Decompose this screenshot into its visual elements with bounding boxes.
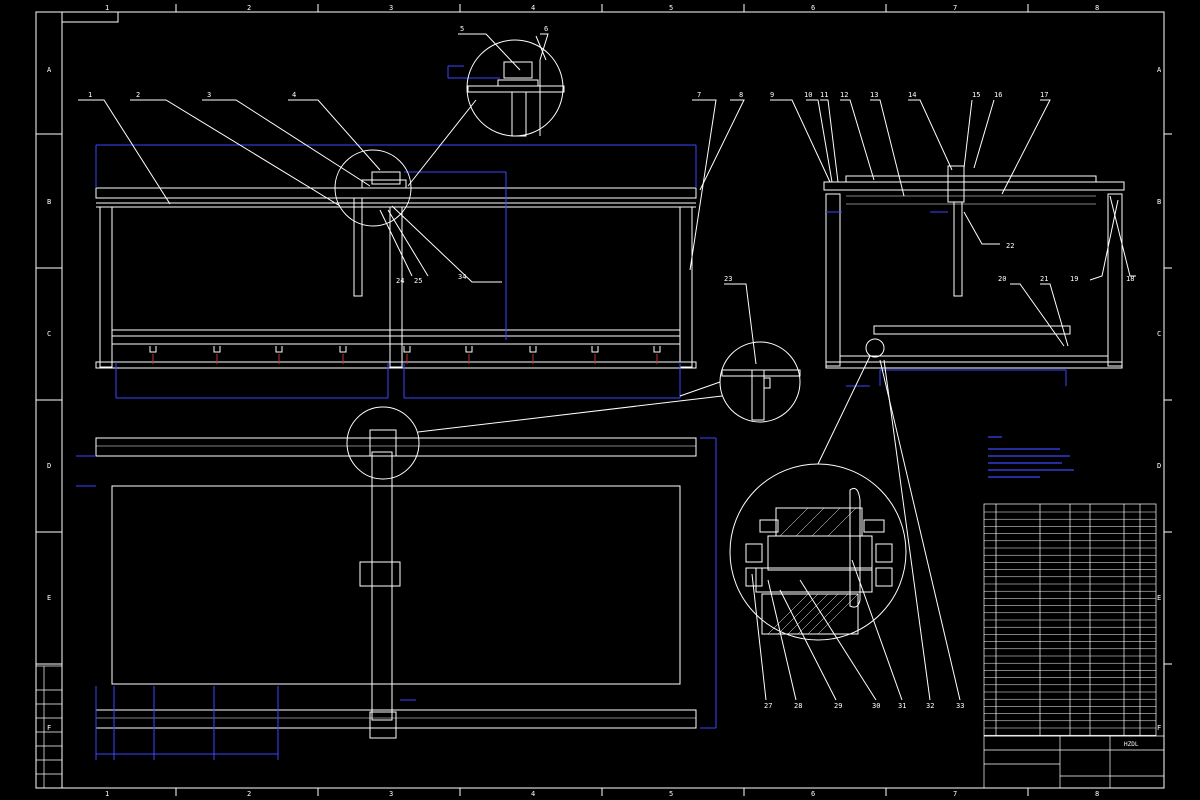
callout-24: 24 [396, 277, 404, 285]
callout-30: 30 [872, 702, 880, 710]
title-block-stamp: HZDL [1124, 741, 1139, 748]
top-zone-6: 6 [811, 4, 815, 12]
technical-notes [988, 436, 1074, 478]
front-view-feet-red [152, 354, 658, 364]
top-zone-5: 5 [669, 4, 673, 12]
front-view-feet [149, 346, 661, 353]
bottom-zone-4: 4 [531, 790, 535, 798]
callout-15: 15 [972, 91, 980, 99]
detail-circle-front [334, 149, 412, 227]
side-view-leaders [770, 99, 1136, 347]
callout-11: 11 [820, 91, 828, 99]
callout-13: 13 [870, 91, 878, 99]
detail-circle-mid [719, 341, 801, 423]
callout-28: 28 [794, 702, 802, 710]
bottom-zone-8: 8 [1095, 790, 1099, 798]
detail-mid-leader [679, 283, 757, 397]
callout-9: 9 [770, 91, 774, 99]
callout-29: 29 [834, 702, 842, 710]
side-zone-d: D [47, 462, 51, 470]
plan-view-detail-leader [417, 395, 723, 433]
callout-22: 22 [1006, 242, 1014, 250]
side-zone-d-right: D [1157, 462, 1161, 470]
front-view-dimensions [95, 65, 697, 399]
top-zone-3: 3 [389, 4, 393, 12]
callout-2: 2 [136, 91, 140, 99]
zone-ticks [36, 4, 1172, 796]
detail-large-leaders [751, 355, 961, 701]
callout-18: 18 [1126, 275, 1134, 283]
callout-12: 12 [840, 91, 848, 99]
callout-14: 14 [908, 91, 916, 99]
bottom-zone-1: 1 [105, 790, 109, 798]
bottom-zone-6: 6 [811, 790, 815, 798]
callout-3: 3 [207, 91, 211, 99]
callout-5: 5 [460, 25, 464, 33]
plan-view [95, 406, 697, 739]
side-zone-f-right: F [1157, 724, 1161, 732]
callout-31: 31 [898, 702, 906, 710]
bottom-zone-2: 2 [247, 790, 251, 798]
front-view [95, 171, 697, 369]
side-zone-b: B [47, 198, 51, 206]
drawing-frame [35, 11, 1165, 789]
side-view-dimensions [826, 211, 1067, 387]
front-view-callouts: 1 2 3 4 5 6 7 8 24 25 34 [88, 25, 743, 285]
callout-27: 27 [764, 702, 772, 710]
bom-rows [984, 511, 1156, 736]
side-zone-c: C [47, 330, 51, 338]
front-view-leaders [78, 33, 745, 283]
revision-block [35, 665, 63, 789]
side-view [823, 165, 1125, 369]
side-zone-a-right: A [1157, 66, 1162, 74]
callout-16: 16 [994, 91, 1002, 99]
detail-circle-top [466, 35, 565, 137]
side-view-callouts: 9 10 11 12 13 14 15 16 17 18 19 20 21 22 [770, 91, 1134, 283]
top-zone-8: 8 [1095, 4, 1099, 12]
bottom-zone-7: 7 [953, 790, 957, 798]
title-stamp: HZDL [1124, 741, 1139, 748]
top-zone-4: 4 [531, 4, 535, 12]
side-zone-a: A [47, 66, 52, 74]
callout-33: 33 [956, 702, 964, 710]
callout-25: 25 [414, 277, 422, 285]
bottom-zone-3: 3 [389, 790, 393, 798]
plan-view-dimensions [76, 437, 717, 760]
bottom-zone-5: 5 [669, 790, 673, 798]
callout-8: 8 [739, 91, 743, 99]
callout-21: 21 [1040, 275, 1048, 283]
side-zone-c-right: C [1157, 330, 1161, 338]
callout-23: 23 [724, 275, 732, 283]
side-view-rack [846, 195, 1096, 205]
callout-7: 7 [697, 91, 701, 99]
callout-1: 1 [88, 91, 92, 99]
side-zone-f: F [47, 724, 51, 732]
callout-20: 20 [998, 275, 1006, 283]
callout-34: 34 [458, 273, 466, 281]
side-zone-e: E [47, 594, 51, 602]
side-zone-e-right: E [1157, 594, 1161, 602]
callout-10: 10 [804, 91, 812, 99]
top-zone-7: 7 [953, 4, 957, 12]
detail-large-hatch [767, 507, 859, 635]
callout-4: 4 [292, 91, 296, 99]
callout-32: 32 [926, 702, 934, 710]
top-zone-1: 1 [105, 4, 109, 12]
border-labels: 1 2 3 4 5 6 7 8 1 2 3 4 5 6 7 8 A B C D … [47, 4, 1162, 798]
callout-6: 6 [544, 25, 548, 33]
callout-19: 19 [1070, 275, 1078, 283]
callout-17: 17 [1040, 91, 1048, 99]
plan-view-rack [96, 445, 696, 719]
detail-large-callouts: 27 28 29 30 31 32 33 [764, 702, 964, 710]
top-zone-2: 2 [247, 4, 251, 12]
side-zone-b-right: B [1157, 198, 1161, 206]
